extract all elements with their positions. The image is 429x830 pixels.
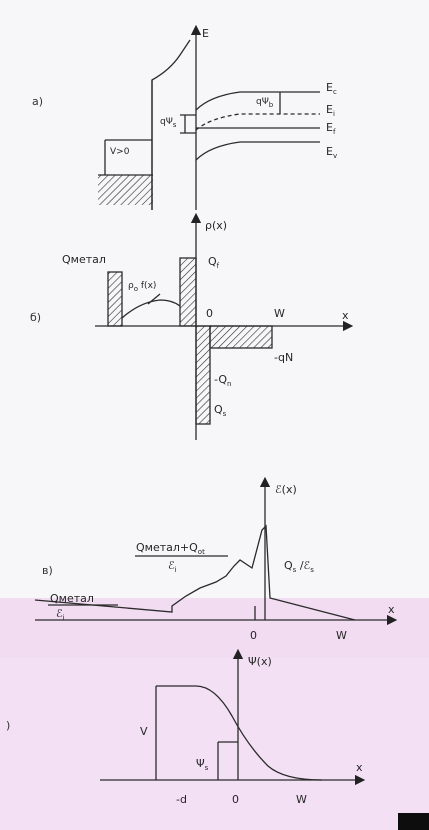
panel-a-metal-fermi <box>104 139 152 175</box>
panel-a-ec-curve <box>195 91 320 111</box>
panel-a-energy-label: E <box>202 27 209 40</box>
qs-over-es-label: Qs /ℰs <box>284 559 314 575</box>
panel-b-qf-bar <box>179 257 197 327</box>
panel-d-origin: 0 <box>232 793 239 806</box>
panel-d-v-label: V <box>140 725 148 738</box>
panel-a-ev-curve <box>195 141 320 161</box>
pink-band-upper <box>0 598 429 658</box>
panel-b-qmetal-bar <box>107 271 123 327</box>
rho0f-label: ρo f(x) <box>128 281 157 293</box>
panel-d-w-label: W <box>296 793 307 806</box>
panel-c-field-diagram <box>34 476 398 626</box>
panel-a-metal-hatch <box>98 175 153 205</box>
q-phi-b-label: qΨb <box>256 97 274 109</box>
q-phi-s-label: qΨs <box>160 117 177 129</box>
panel-b-w-label: W <box>274 307 285 320</box>
panel-b-qs-region <box>209 325 273 349</box>
panel-d-psis-label: Ψs <box>196 757 209 773</box>
frac2-denominator: ℰi <box>56 607 65 623</box>
panel-b-qn-bar <box>195 325 211 425</box>
panel-c-x-label: x <box>388 603 395 616</box>
panel-c-letter: в) <box>42 564 53 577</box>
panel-b-letter: б) <box>30 311 42 324</box>
ei-label: Ei <box>326 103 335 119</box>
panel-d-x-label: x <box>356 761 363 774</box>
panel-c-origin: 0 <box>250 629 257 642</box>
panel-a-ei-curve <box>195 113 320 131</box>
minus-qn-label: -Qn <box>214 373 232 389</box>
panel-c-w-label: W <box>336 629 347 642</box>
panel-d-minus-d: -d <box>176 793 187 806</box>
q-metal-label: Qметал <box>62 253 106 266</box>
frac2-numerator: Qметал <box>50 592 94 605</box>
corner-black-block <box>398 813 429 830</box>
panel-a-band-diagram <box>98 24 320 210</box>
bias-label: V>0 <box>110 147 130 157</box>
frac1-denominator: ℰi <box>168 559 177 575</box>
panel-d-psi-label: Ψ(x) <box>248 655 272 668</box>
qn-bulk-label: -qN <box>274 351 294 364</box>
pink-band-lower <box>0 658 429 830</box>
panel-b-rho0f-curve <box>121 299 181 319</box>
panel-d-potential-curve <box>156 685 323 781</box>
ef-label: Ef <box>326 121 336 137</box>
panel-c-field-label: ℰ(x) <box>275 483 297 496</box>
panel-b-charge-diagram <box>95 212 354 440</box>
panel-b-x-label: x <box>342 309 349 322</box>
ec-label: Ec <box>326 81 337 97</box>
frac1-numerator: Qметал+Qot <box>136 541 205 557</box>
qf-label: Qf <box>208 255 220 271</box>
panel-d-letter: ) <box>6 719 11 732</box>
panel-b-origin: 0 <box>206 307 213 320</box>
qs-label: Qs <box>214 403 227 419</box>
panel-c-field-profile <box>34 524 356 621</box>
panel-a-oxide <box>151 39 191 210</box>
ev-label: Ev <box>326 145 338 161</box>
panel-a-qphis-bracket <box>180 114 196 134</box>
panel-b-rho-label: ρ(x) <box>205 219 228 232</box>
panel-d-potential-diagram <box>100 648 366 786</box>
panel-a-letter: а) <box>32 95 44 108</box>
